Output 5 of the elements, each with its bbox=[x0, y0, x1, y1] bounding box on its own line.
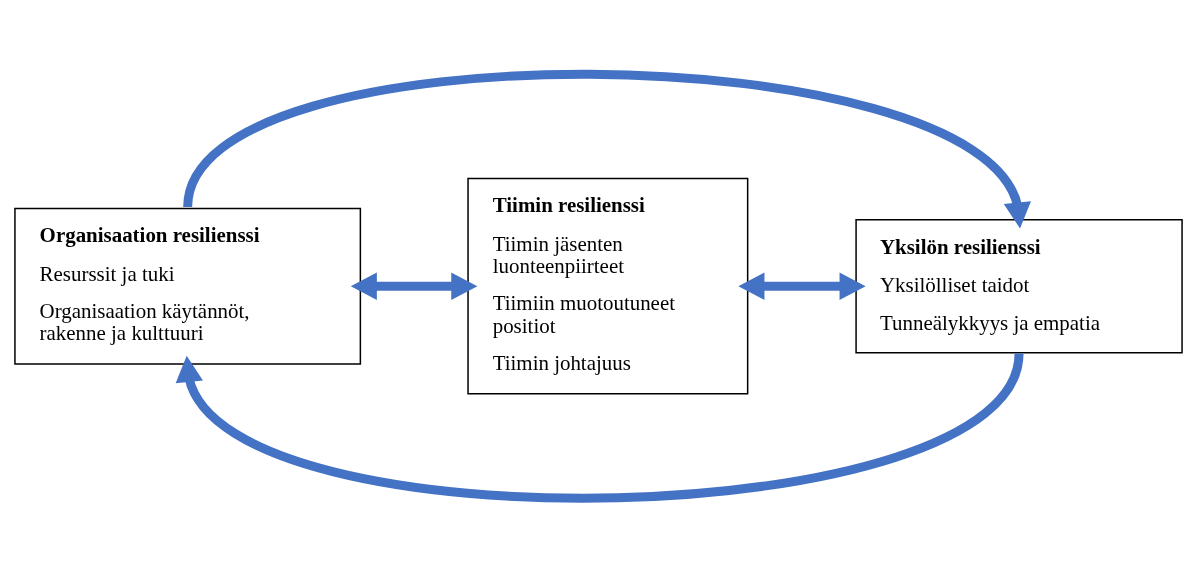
arrow bbox=[350, 272, 478, 300]
arrow bbox=[738, 272, 866, 300]
node-box: Yksilön resilienssi Yksilölliset taidot Tunneälykkyys ja empatia bbox=[855, 218, 1183, 353]
node-box: Organisaation resilienssi Resurssit ja tuki Organisaation käytännöt, rakenne ja kulttuuri bbox=[14, 207, 362, 365]
node-box: Tiimin resilienssi Tiimin jäsenten luonteenpiirteet Tiimiin muotoutuneet positiot Tiimin johtajuus bbox=[467, 177, 749, 395]
